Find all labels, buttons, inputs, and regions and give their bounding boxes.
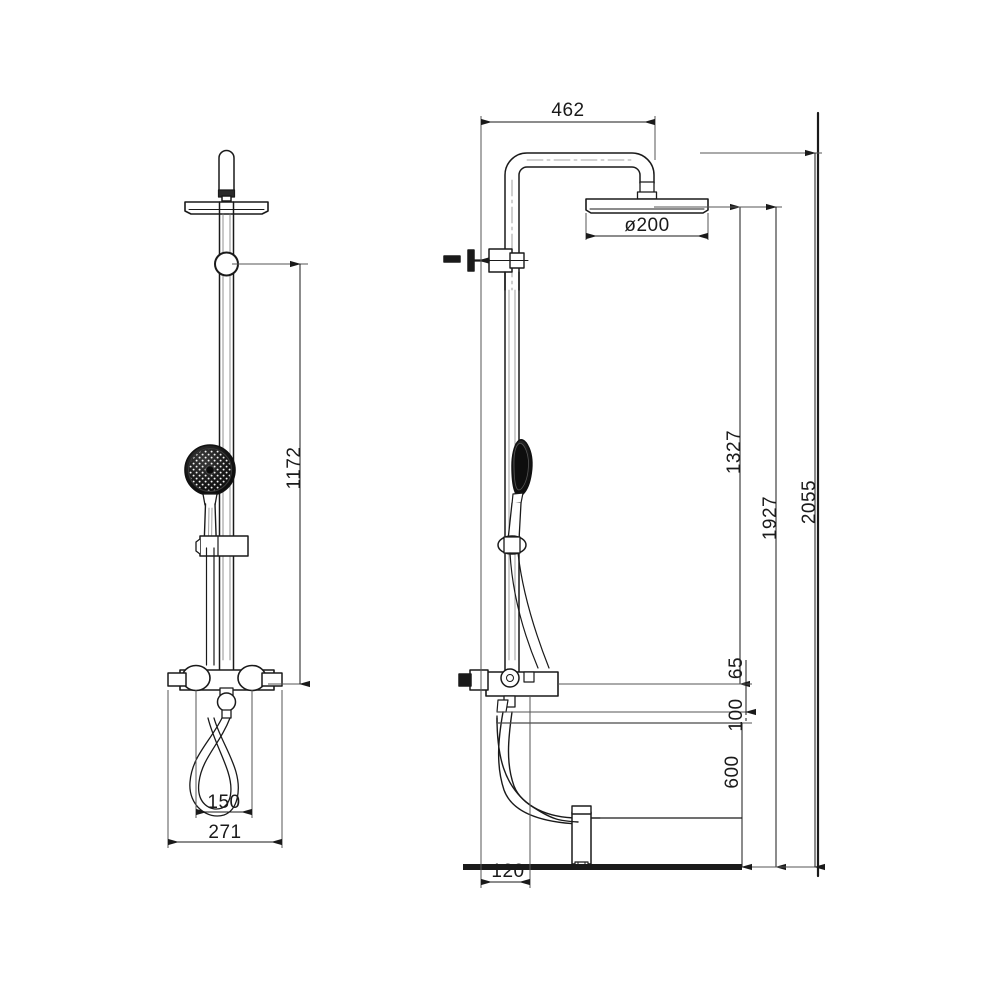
dim-label-2055: 2055 bbox=[799, 480, 820, 524]
handheld-hose-upper bbox=[205, 547, 215, 666]
dim-271 bbox=[167, 690, 283, 848]
wall-inlet-fitting bbox=[443, 248, 529, 273]
dim-65 bbox=[497, 660, 756, 716]
dim-label-65: 65 bbox=[726, 657, 747, 679]
dim-label-1172: 1172 bbox=[284, 447, 305, 490]
overhead-rain-shower-disc bbox=[184, 149, 269, 215]
side-dimensions bbox=[480, 116, 825, 888]
front-dimensions bbox=[167, 260, 310, 848]
dim-2055 bbox=[700, 149, 825, 871]
dim-label-100: 100 bbox=[726, 698, 747, 731]
sliding-bracket bbox=[195, 535, 249, 557]
handheld-shower-head bbox=[507, 439, 533, 541]
dim-label-271: 271 bbox=[208, 822, 241, 843]
handheld-hose-upper bbox=[509, 552, 550, 669]
dim-label-d200: ø200 bbox=[624, 215, 669, 236]
front-elevation-view bbox=[167, 149, 283, 817]
dim-1172 bbox=[232, 260, 310, 688]
dim-100 bbox=[497, 712, 752, 724]
thermostatic-mixer-bar bbox=[167, 664, 283, 719]
dim-label-120: 120 bbox=[491, 861, 524, 882]
dim-120 bbox=[480, 250, 531, 888]
dim-150 bbox=[195, 690, 253, 818]
dim-label-150: 150 bbox=[207, 792, 240, 813]
riser-rail bbox=[218, 201, 235, 679]
floor-line bbox=[463, 864, 742, 870]
temperature-handle bbox=[167, 664, 211, 692]
dim-label-1327: 1327 bbox=[724, 430, 745, 474]
dim-label-462: 462 bbox=[551, 100, 584, 121]
dim-label-1927: 1927 bbox=[760, 496, 781, 540]
flow-handle bbox=[237, 664, 283, 692]
overhead-rain-shower-disc bbox=[585, 181, 709, 214]
handheld-shower-head bbox=[184, 444, 236, 549]
dim-d200 bbox=[585, 213, 709, 240]
dim-462 bbox=[480, 116, 656, 250]
sliding-bracket bbox=[497, 535, 527, 555]
dim-label-600: 600 bbox=[722, 755, 743, 788]
